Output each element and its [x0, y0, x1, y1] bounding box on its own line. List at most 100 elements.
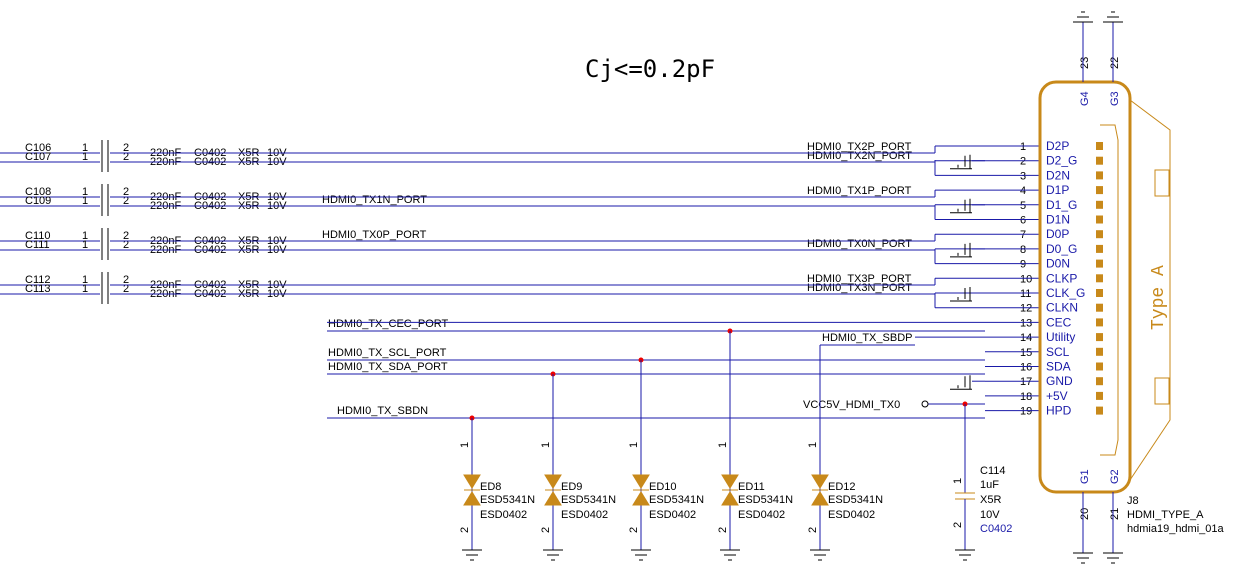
pin-name: D2P [1046, 139, 1069, 153]
contact-pad [1096, 347, 1103, 356]
pin-number: 14 [1020, 332, 1032, 344]
cap-pin1: 1 [82, 142, 88, 154]
pin-name: D1_G [1046, 198, 1077, 212]
cap-ref: C109 [25, 195, 51, 207]
cap-pin2: 2 [123, 195, 129, 207]
esd-triangle [544, 491, 562, 506]
net-label: HDMI0_TX_SBDN [337, 405, 428, 417]
esd-part: ESD5341N [649, 494, 704, 506]
pin-number: 6 [1020, 215, 1026, 227]
contact-pad [1096, 156, 1103, 165]
net-label: HDMI0_TX_SDA_PORT [328, 361, 448, 373]
pin-ground-symbol [950, 242, 985, 258]
pin-name: D0_G [1046, 242, 1077, 256]
vcc-port-symbol [921, 400, 929, 408]
contact-pad [1096, 171, 1103, 180]
latch-tab [1154, 377, 1170, 405]
contact-pad [1096, 142, 1103, 150]
pin-name: HPD [1046, 404, 1072, 418]
esd-triangle [544, 474, 562, 489]
pin-number: 5 [1020, 200, 1026, 212]
cap-ref: C107 [25, 151, 51, 163]
hdmi-connector: D2PD2_GD2ND1PD1_GD1ND0PD0_GD0NCLKPCLK_GC… [1038, 11, 1225, 564]
contact-pad [1096, 244, 1103, 253]
pin-ground-symbol [950, 154, 985, 170]
esd-ref: ED9 [561, 481, 582, 493]
cap-pin2: 2 [123, 186, 129, 198]
net-labels: HDMI0_TX2P_PORTHDMI0_TX2N_PORTHDMI0_TX1P… [322, 141, 912, 417]
connector-outline [1038, 80, 1132, 494]
cap-ref: C108 [25, 186, 51, 198]
connector-receptacle [1100, 124, 1119, 456]
esd-pin1: 1 [459, 442, 471, 448]
esd-ref: ED11 [738, 481, 765, 493]
esd-pin1: 1 [717, 442, 729, 448]
cap-ref: C106 [25, 142, 51, 154]
pin-number: 13 [1020, 317, 1032, 329]
contact-pad [1096, 230, 1103, 239]
net-label: HDMI0_TX3N_PORT [807, 282, 912, 294]
esd-triangle [463, 474, 481, 489]
c114-pin1: 1 [952, 478, 964, 484]
esd-package: ESD0402 [561, 509, 608, 521]
contact-pad [1096, 318, 1103, 327]
pin-name: CLKN [1046, 301, 1078, 315]
pin-ground-symbol [950, 287, 985, 302]
pin-name: SCL [1046, 345, 1070, 359]
cap-pin2: 2 [123, 142, 129, 154]
contact-pad [1096, 362, 1103, 371]
contact-pad [1096, 215, 1103, 224]
cap-pin2: 2 [123, 151, 129, 163]
net-label: HDMI0_TX2P_PORT [807, 141, 912, 153]
esd-triangle [463, 491, 481, 506]
pin-ground-symbol [950, 198, 985, 214]
contact-pad [1096, 391, 1103, 400]
net-label: HDMI0_TX0N_PORT [807, 238, 912, 250]
contact-pad [1096, 303, 1103, 312]
esd-package: ESD0402 [649, 509, 696, 521]
connector-ref: J8 [1127, 495, 1139, 507]
contact-pad [1096, 377, 1103, 386]
esd-pin2: 2 [807, 527, 819, 533]
pin-number: 19 [1020, 406, 1032, 418]
esd-ref: ED12 [828, 481, 856, 493]
cap-ref: C113 [25, 283, 50, 295]
net-label: HDMI0_TX_CEC_PORT [328, 318, 448, 330]
contact-pad [1096, 186, 1103, 195]
shield-pin-name: G1 [1079, 469, 1091, 484]
connector-taper [1129, 99, 1171, 481]
pin-number: 10 [1020, 273, 1032, 285]
shield-pin-number: 20 [1079, 508, 1091, 520]
esd-part: ESD5341N [480, 494, 535, 506]
esd-triangle [632, 474, 650, 489]
contact-pad [1096, 406, 1103, 415]
pin-name: Utility [1046, 330, 1075, 344]
contact-pad [1096, 289, 1103, 297]
pin-number: 16 [1020, 362, 1032, 374]
pin-number: 12 [1020, 303, 1032, 315]
pin-number: 18 [1020, 391, 1032, 403]
net-label: HDMI0_TX_SCL_PORT [328, 347, 447, 359]
esd-triangle [721, 491, 739, 506]
net-label: HDMI0_TX0P_PORT [322, 229, 427, 241]
c114-pin2: 2 [952, 522, 964, 528]
net-label: HDMI0_TX2N_PORT [807, 150, 912, 162]
esd-pin1: 1 [807, 442, 819, 448]
cap-pin2: 2 [123, 239, 129, 251]
esd-part: ESD5341N [561, 494, 616, 506]
pin-number: 7 [1020, 229, 1026, 241]
esd-ref: ED8 [480, 481, 501, 493]
esd-pin2: 2 [459, 527, 471, 533]
pin-name: D0N [1046, 257, 1070, 271]
pin-name: GND [1046, 374, 1073, 388]
esd-package: ESD0402 [828, 509, 875, 521]
cap-pin2: 2 [123, 230, 129, 242]
pin-name: D1N [1046, 213, 1070, 227]
contact-pad [1096, 333, 1103, 342]
pin-name: SDA [1046, 360, 1071, 374]
pin-name: D2_G [1046, 154, 1077, 168]
